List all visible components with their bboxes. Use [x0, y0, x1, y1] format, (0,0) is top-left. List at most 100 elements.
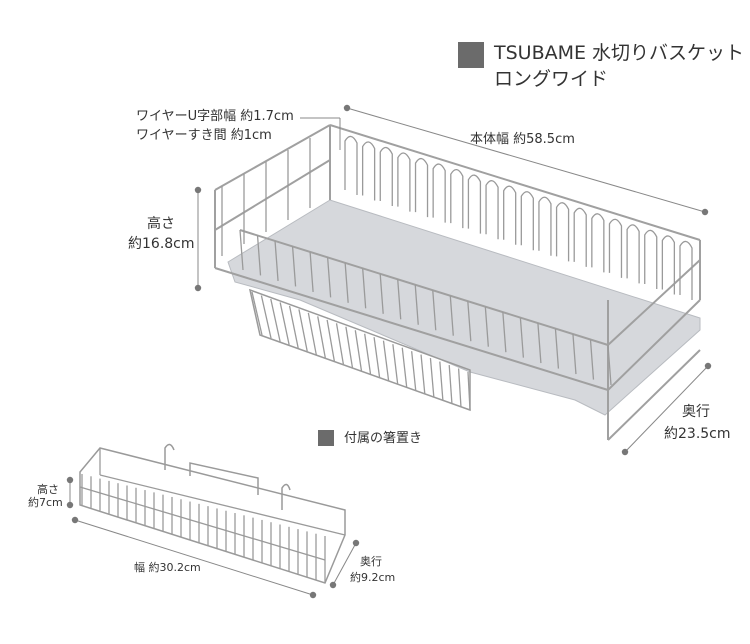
body-width-dimension-end: [343, 104, 351, 112]
front-wire: [397, 279, 402, 320]
title-marker: [458, 42, 484, 68]
accessory-width-dimension-end: [71, 516, 79, 524]
cutlery-basket-wire: [392, 344, 399, 384]
front-wire: [432, 290, 437, 331]
body-width-dimension-end: [701, 208, 709, 216]
dish-rack-wire: [450, 169, 464, 229]
cutlery-basket-wire: [279, 302, 290, 345]
accessory-hook: [164, 443, 175, 470]
front-wire: [554, 328, 560, 369]
cutlery-basket-wire: [298, 309, 308, 352]
front-wire: [449, 295, 454, 336]
body-width-label: 本体幅 約58.5cm: [470, 132, 575, 147]
cutlery-basket-wire: [270, 298, 281, 342]
frame-wire-9: [607, 259, 701, 346]
front-wire: [274, 240, 279, 282]
accessory-marker: [318, 430, 334, 446]
front-wire: [467, 301, 472, 342]
cutlery-basket-wire: [364, 333, 372, 375]
wire-width-label: ワイヤーU字部幅 約1.7cm: [136, 109, 294, 124]
accessory-title: 付属の箸置き: [344, 431, 423, 446]
front-wire: [309, 251, 314, 292]
cutlery-basket-wire: [448, 364, 453, 404]
height-dimension-end: [194, 284, 202, 292]
cutlery-basket-wire: [326, 319, 335, 362]
front-wire: [239, 229, 244, 271]
frame-wire-8: [239, 229, 609, 346]
dish-rack-wire: [661, 235, 676, 295]
front-wire: [589, 339, 595, 380]
dish-rack-wire: [361, 141, 376, 201]
dish-rack-wire: [679, 240, 693, 300]
cutlery-basket-wire: [457, 368, 462, 407]
cutlery-basket-wire: [307, 312, 317, 355]
cutlery-basket-wire: [373, 337, 381, 378]
dish-rack-wire: [485, 180, 499, 240]
cutlery-basket-wire: [335, 323, 345, 365]
frame-wire-6: [214, 267, 609, 391]
accessory-height-value: 約7cm: [28, 496, 63, 509]
dish-rack-wire: [414, 157, 429, 218]
frame-wire-11: [214, 159, 331, 231]
dish-rack-wire: [591, 213, 605, 273]
front-wire: [326, 257, 332, 298]
cutlery-basket-wire: [439, 361, 444, 401]
depth-dimension-end: [621, 448, 629, 456]
dish-rack-wire: [379, 146, 393, 207]
accessory-frame: [79, 486, 326, 561]
depth-value: 約23.5cm: [664, 426, 731, 442]
dish-rack-wire: [503, 185, 517, 245]
front-wire: [502, 312, 507, 353]
product-title: TSUBAME 水切りバスケット: [494, 42, 745, 64]
accessory-depth-dimension-end: [329, 581, 337, 589]
cutlery-basket-wire: [382, 340, 390, 381]
frame-wire-0: [214, 124, 331, 191]
dish-rack-wire: [467, 174, 482, 234]
accessory-handle: [189, 462, 259, 495]
cutlery-basket-wire: [345, 326, 354, 368]
front-wire: [379, 273, 384, 314]
front-wire: [537, 323, 542, 364]
frame-wire-1: [329, 124, 701, 241]
front-wire: [362, 268, 367, 309]
product-subtitle: ロングワイド: [494, 68, 609, 90]
wire-gap-label: ワイヤーすき間 約1cm: [136, 128, 272, 143]
drip-tray: [227, 199, 701, 416]
front-wire: [414, 284, 419, 325]
cutlery-basket-wire: [317, 316, 326, 358]
dish-rack-wire: [432, 163, 446, 223]
dish-rack-wire: [644, 229, 658, 289]
accessory-width-dimension-end: [309, 591, 317, 599]
cutlery-basket-wire: [420, 354, 426, 394]
accessory-width-dimension: [74, 519, 314, 596]
depth-dimension: [624, 365, 709, 453]
cutlery-basket-wire: [288, 305, 299, 349]
cutlery-basket-wire: [429, 358, 435, 398]
dish-rack-wire: [397, 152, 411, 212]
dish-rack-wire: [608, 218, 623, 278]
dish-rack-wire: [344, 135, 358, 195]
accessory-frame: [99, 474, 346, 536]
accessory-height-dimension-end: [66, 501, 74, 509]
accessory-width-label: 幅 約30.2cm: [134, 561, 201, 574]
frame-wire-7: [607, 299, 701, 391]
front-wire: [256, 235, 262, 276]
accessory-depth-value: 約9.2cm: [350, 571, 396, 584]
cutlery-basket-wire: [411, 351, 417, 391]
accessory-depth-dimension: [332, 542, 357, 586]
height-dimension-end: [194, 186, 202, 194]
body-width-dimension: [346, 107, 706, 213]
front-wire: [572, 333, 577, 375]
height-value: 約16.8cm: [128, 236, 195, 252]
front-wire: [519, 317, 525, 358]
cutlery-basket-wire: [251, 291, 263, 336]
accessory-depth-dimension-end: [352, 539, 360, 547]
height-label: 高さ: [147, 216, 175, 232]
cutlery-basket-wire: [467, 371, 471, 411]
dish-rack-wire: [538, 196, 552, 256]
front-wire: [291, 246, 297, 287]
dish-rack-wire: [520, 191, 534, 251]
accessory-height-dimension-end: [66, 476, 74, 484]
front-wire: [484, 306, 489, 347]
